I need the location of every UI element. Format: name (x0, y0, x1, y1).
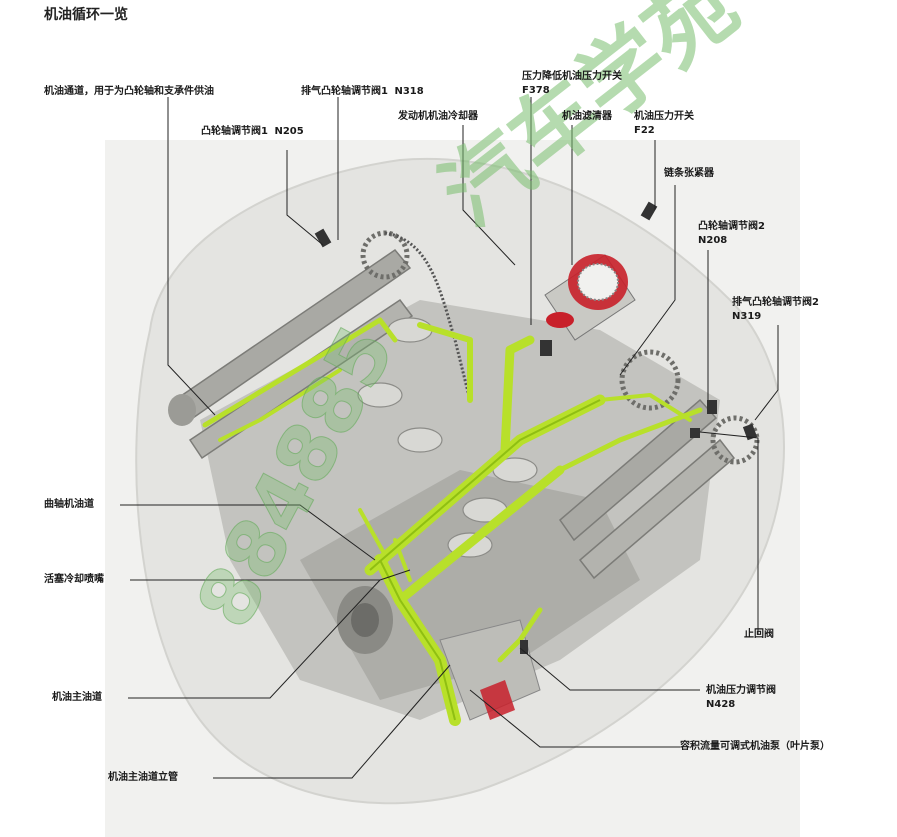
pressure-control-valve-name: 机油压力调节阀 (706, 685, 776, 696)
label-pressure-switch-low: 压力降低机油压力开关 F378 (522, 70, 622, 98)
label-exhaust-cam-valve1: 排气凸轮轴调节阀1 N318 (301, 85, 424, 99)
cam-valve2-name: 凸轮轴调节阀2 (698, 221, 765, 232)
camshaft-bank2 (558, 349, 760, 580)
cam-valve1-code: N205 (274, 126, 304, 137)
label-piston-nozzle: 活塞冷却喷嘴 (44, 574, 104, 585)
pistons (357, 317, 538, 558)
exhaust-cam-valve2-name: 排气凸轮轴调节阀2 (732, 297, 819, 308)
label-main-gallery: 机油主油道 (52, 692, 102, 703)
cam-valve1-name: 凸轮轴调节阀1 (201, 126, 268, 137)
pressure-switch-low-code: F378 (522, 85, 550, 96)
label-chain-tensioner: 链条张紧器 (664, 168, 714, 179)
leader-lines (120, 97, 779, 779)
page-title: 机油循环一览 (44, 7, 128, 23)
sensor-components (314, 201, 758, 654)
oil-pressure-switch-name: 机油压力开关 (634, 111, 694, 122)
oil-pressure-switch-body (640, 201, 658, 221)
check-valve-body (690, 428, 700, 438)
cam-valve2-body (707, 400, 717, 414)
label-oil-gallery-camshaft: 机油通道，用于为凸轮轴和支承件供油 (44, 86, 214, 97)
oil-filter (544, 254, 636, 341)
exhaust-cam-valve1-name: 排气凸轮轴调节阀1 (301, 86, 388, 97)
pressure-switch-low-name: 压力降低机油压力开关 (522, 71, 622, 82)
camshaft-bank1 (168, 230, 414, 460)
pressure-control-valve-body (520, 640, 528, 654)
exhaust-cam-valve2-code: N319 (732, 311, 762, 322)
exhaust-cam-valve1-body (314, 228, 332, 248)
cam-valve2-code: N208 (698, 235, 728, 246)
exhaust-cam-valve1-code: N318 (394, 86, 424, 97)
label-exhaust-cam-valve2: 排气凸轮轴调节阀2 N319 (732, 296, 819, 324)
label-oil-pressure-switch: 机油压力开关 F22 (634, 110, 694, 138)
label-cam-valve2: 凸轮轴调节阀2 N208 (698, 220, 765, 248)
label-main-riser: 机油主油道立管 (108, 772, 178, 783)
pressure-control-valve-code: N428 (706, 699, 736, 710)
cam-sprocket-right (619, 349, 681, 411)
pressure-switch-low-body (540, 340, 552, 356)
label-pressure-control-valve: 机油压力调节阀 N428 (706, 684, 776, 712)
exhaust-cam-valve2-body (742, 423, 758, 441)
label-check-valve: 止回阀 (744, 629, 774, 640)
label-oil-cooler: 发动机机油冷却器 (398, 111, 478, 122)
oil-passages-highlights (369, 399, 601, 721)
label-oil-filter: 机油滤清器 (562, 111, 612, 122)
label-cam-valve1: 凸轮轴调节阀1 N205 (201, 125, 304, 139)
label-crankshaft-gallery: 曲轴机油道 (44, 499, 94, 510)
label-oil-pump: 容积流量可调式机油泵（叶片泵） (680, 741, 830, 752)
timing-chain (384, 231, 472, 401)
oil-pressure-switch-code: F22 (634, 125, 655, 136)
